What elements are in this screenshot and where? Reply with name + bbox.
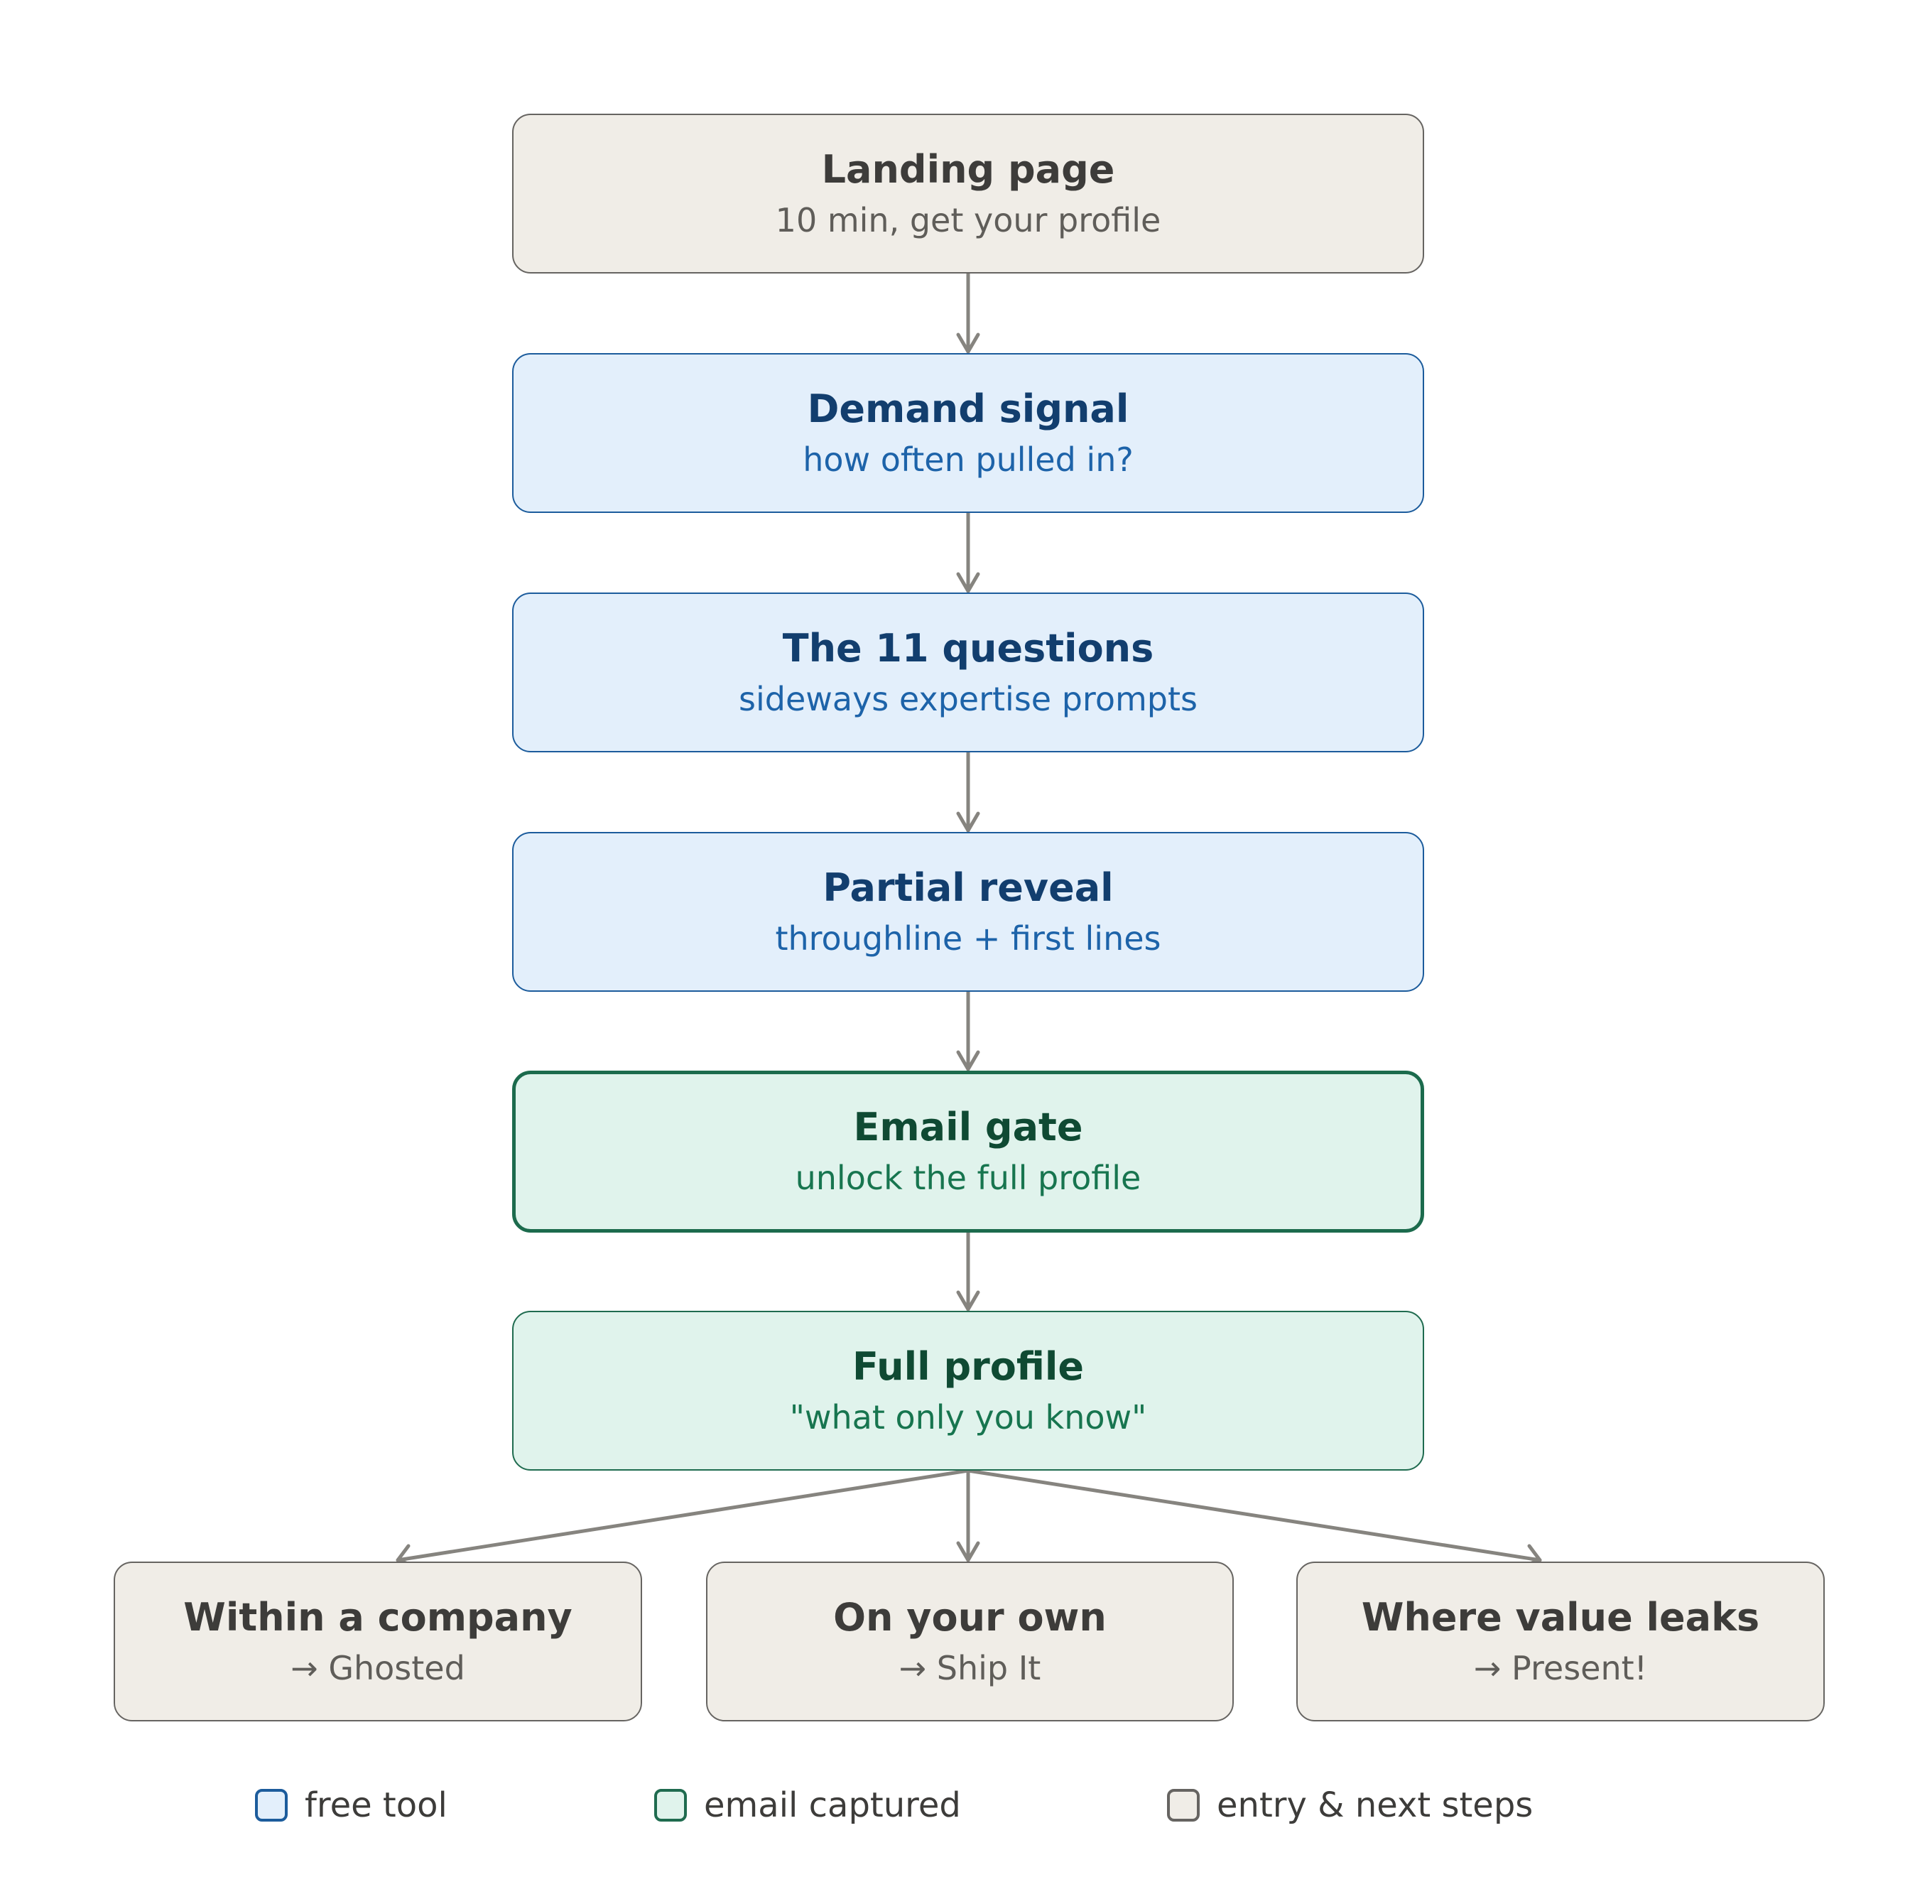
node-where-value-leaks: Where value leaks → Present! [1296,1562,1825,1721]
arrowhead-profile-to-own [956,1541,980,1562]
legend-entry-next-steps: entry & next steps [1167,1785,1534,1825]
node-subtitle: unlock the full profile [795,1159,1141,1197]
node-within-company: Within a company → Ghosted [114,1562,642,1721]
node-title: The 11 questions [782,625,1154,671]
node-subtitle: 10 min, get your profile [775,200,1161,239]
node-partial-reveal: Partial reveal throughline + first lines [512,832,1424,992]
legend-free-tool: free tool [255,1785,447,1825]
node-11-questions: The 11 questions sideways expertise prom… [512,593,1424,752]
node-email-gate: Email gate unlock the full profile [512,1071,1424,1233]
node-full-profile: Full profile "what only you know" [512,1311,1424,1471]
node-on-your-own: On your own → Ship It [706,1562,1234,1721]
legend-email-captured: email captured [654,1785,961,1825]
arrow-profile-to-leaks [966,1468,1542,1562]
node-subtitle: sideways expertise prompts [739,679,1198,718]
node-subtitle: how often pulled in? [803,440,1134,479]
node-landing-page: Landing page 10 min, get your profile [512,114,1424,274]
node-title: Full profile [852,1343,1084,1389]
arrowhead-landing-to-demand [956,332,980,354]
legend-label: entry & next steps [1217,1785,1534,1825]
node-subtitle: → Ship It [899,1648,1041,1687]
node-title: Partial reveal [823,865,1114,910]
arrow-profile-to-company [396,1468,970,1562]
arrowhead-demand-to-questions [956,572,980,593]
node-title: Within a company [183,1594,572,1640]
arrowhead-reveal-to-gate [956,1050,980,1071]
node-subtitle: throughline + first lines [775,919,1161,958]
node-title: Where value leaks [1361,1594,1760,1640]
node-title: Landing page [821,146,1115,192]
legend-swatch-blue [255,1789,288,1822]
legend-swatch-green [654,1789,687,1822]
node-subtitle: → Present! [1473,1648,1648,1687]
node-title: Email gate [853,1105,1083,1150]
legend-label: free tool [305,1785,447,1825]
arrowhead-questions-to-reveal [956,811,980,833]
node-subtitle: → Ghosted [291,1648,465,1687]
legend-swatch-neutral [1167,1789,1200,1822]
node-title: Demand signal [807,386,1129,431]
node-demand-signal: Demand signal how often pulled in? [512,353,1424,513]
legend-label: email captured [704,1785,961,1825]
arrowhead-gate-to-profile [956,1290,980,1311]
node-subtitle: "what only you know" [789,1397,1147,1437]
node-title: On your own [833,1594,1107,1640]
